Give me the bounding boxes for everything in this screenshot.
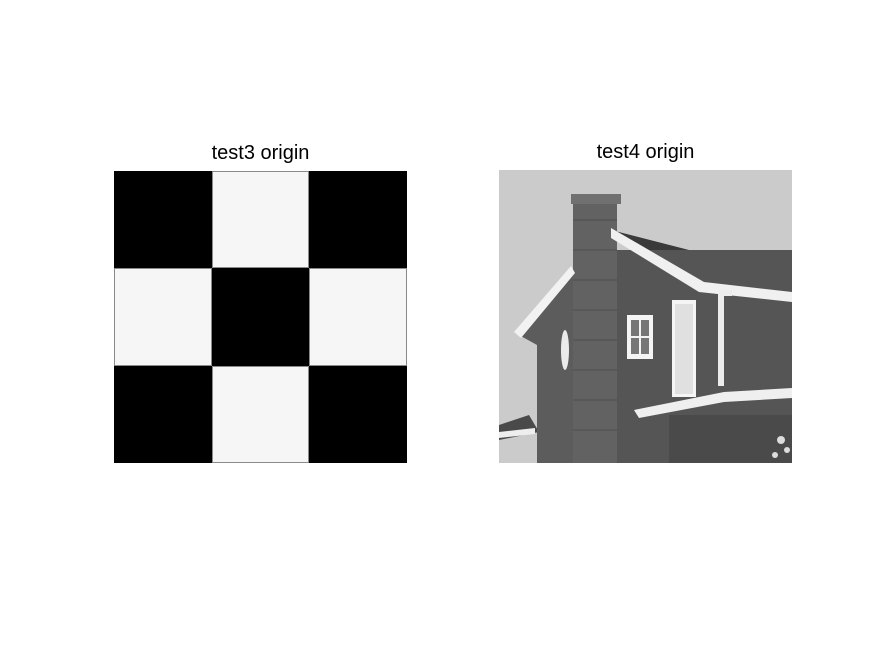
checker-cell xyxy=(114,365,212,463)
checker-cell xyxy=(309,365,407,463)
checker-cell xyxy=(211,268,310,366)
checker-cell xyxy=(114,171,212,269)
checker-cell xyxy=(309,171,407,269)
panel-title-test3: test3 origin xyxy=(211,142,310,164)
checker-cell xyxy=(309,268,407,366)
checker-cell xyxy=(211,171,310,269)
checker-cell xyxy=(211,365,310,463)
checkerboard-image xyxy=(114,171,407,463)
checker-cell xyxy=(114,268,212,366)
panel-title-test4: test4 origin xyxy=(596,141,695,163)
house-photo-image xyxy=(499,170,792,463)
